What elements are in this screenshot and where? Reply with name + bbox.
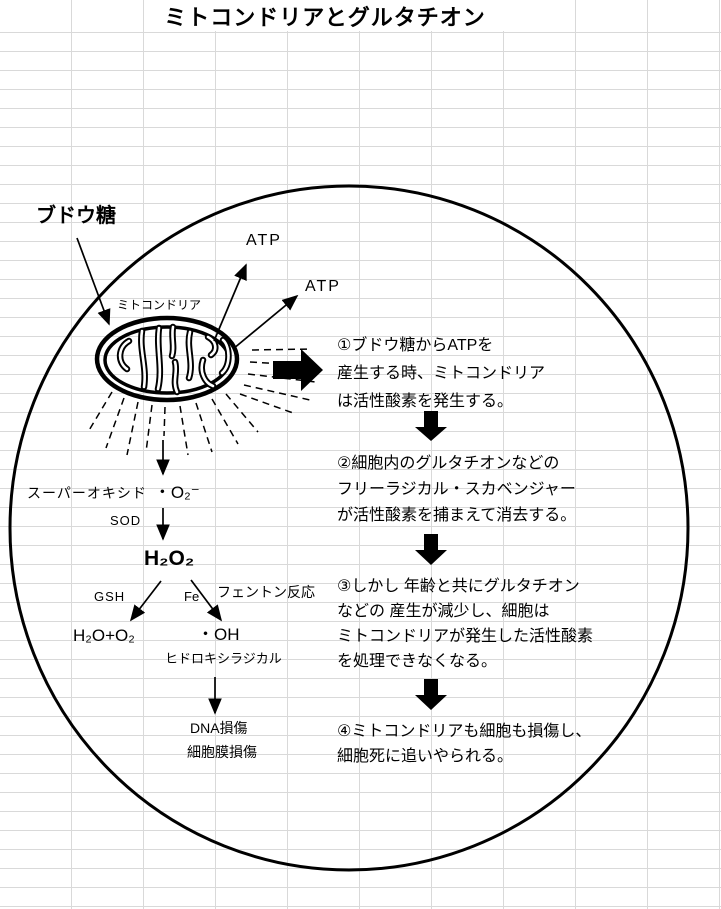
diagram-title: ミトコンドリアとグルタチオン [164,5,486,30]
fat-arrow-down-1 [415,411,447,441]
atp-label-2: ATP [305,278,341,295]
glucose-label: ブドウ糖 [36,205,116,227]
dna-damage-label: DNA損傷 [190,720,248,736]
step-line: 細胞死に追いやられる。 [337,748,514,765]
fat-arrow-down-2 [415,534,447,565]
dashed-rays [87,348,319,456]
fat-arrow-down-3 [415,679,447,710]
step-2-text: ②細胞内のグルタチオンなどの フリーラジカル・スカベンジャー が活性酸素を捕まえ… [337,451,576,529]
step-3-text: ③しかし 年齢と共にグルタチオン などの 産生が減少し、細胞は ミトコンドリアが… [337,574,593,674]
step-line: ミトコンドリアが発生した活性酸素 [337,628,594,645]
arrow-to-atp-2 [232,294,299,350]
arrow-fenton-branch [190,579,223,622]
step-line: ④ミトコンドリアも細胞も損傷し、 [337,723,592,740]
step-line: 産生する時、ミトコンドリア [337,365,546,382]
step-line: が活性酸素を捕まえて消去する。 [337,507,577,524]
merged-title-cell [145,0,505,31]
superoxide-label: スーパーオキシド・O₂⁻ [27,483,200,503]
superoxide-formula: ・O₂⁻ [153,483,200,502]
atp-label-1: ATP [246,232,282,249]
step-line: は活性酸素を発生する。 [337,393,514,410]
sod-label: SOD [110,513,142,528]
hydroxyl-formula-label: ・OH [197,625,240,644]
mitochondrion-outer-membrane [94,315,240,403]
gsh-label: GSH [94,589,126,604]
fat-arrow-right [273,349,323,391]
arrow-to-atp-1 [213,263,247,342]
mitochondria-label: ミトコンドリア [117,298,202,312]
membrane-damage-label: 細胞膜損傷 [187,744,257,760]
step-line: フリーラジカル・スカベンジャー [337,481,576,498]
step-4-text: ④ミトコンドリアも細胞も損傷し、 細胞死に追いやられる。 [337,719,591,769]
step-line: を処理できなくなる。 [337,653,498,670]
hydroxyl-radical-label: ヒドロキシラジカル [165,651,282,666]
water-oxygen-label: H₂O+O₂ [73,626,135,645]
step-1-text: ①ブドウ糖からATPを 産生する時、ミトコンドリア は活性酸素を発生する。 [337,332,545,416]
arrow-gsh-branch [129,580,162,622]
step-line: ①ブドウ糖からATPを [337,337,494,354]
arrow-glucose-to-mitochondria [76,237,111,326]
step-line: などの 産生が減少し、細胞は [337,603,550,620]
mitochondrion-cristae [116,323,232,396]
cell-membrane-circle [8,184,690,872]
hydrogen-peroxide-label: H₂O₂ [144,547,195,570]
step-line: ②細胞内のグルタチオンなどの [337,455,560,472]
fe-label: Fe [184,589,200,604]
superoxide-name: スーパーオキシド [27,485,147,501]
step-line: ③しかし 年齢と共にグルタチオン [337,578,580,595]
fenton-reaction-label: フェントン反応 [217,584,315,600]
